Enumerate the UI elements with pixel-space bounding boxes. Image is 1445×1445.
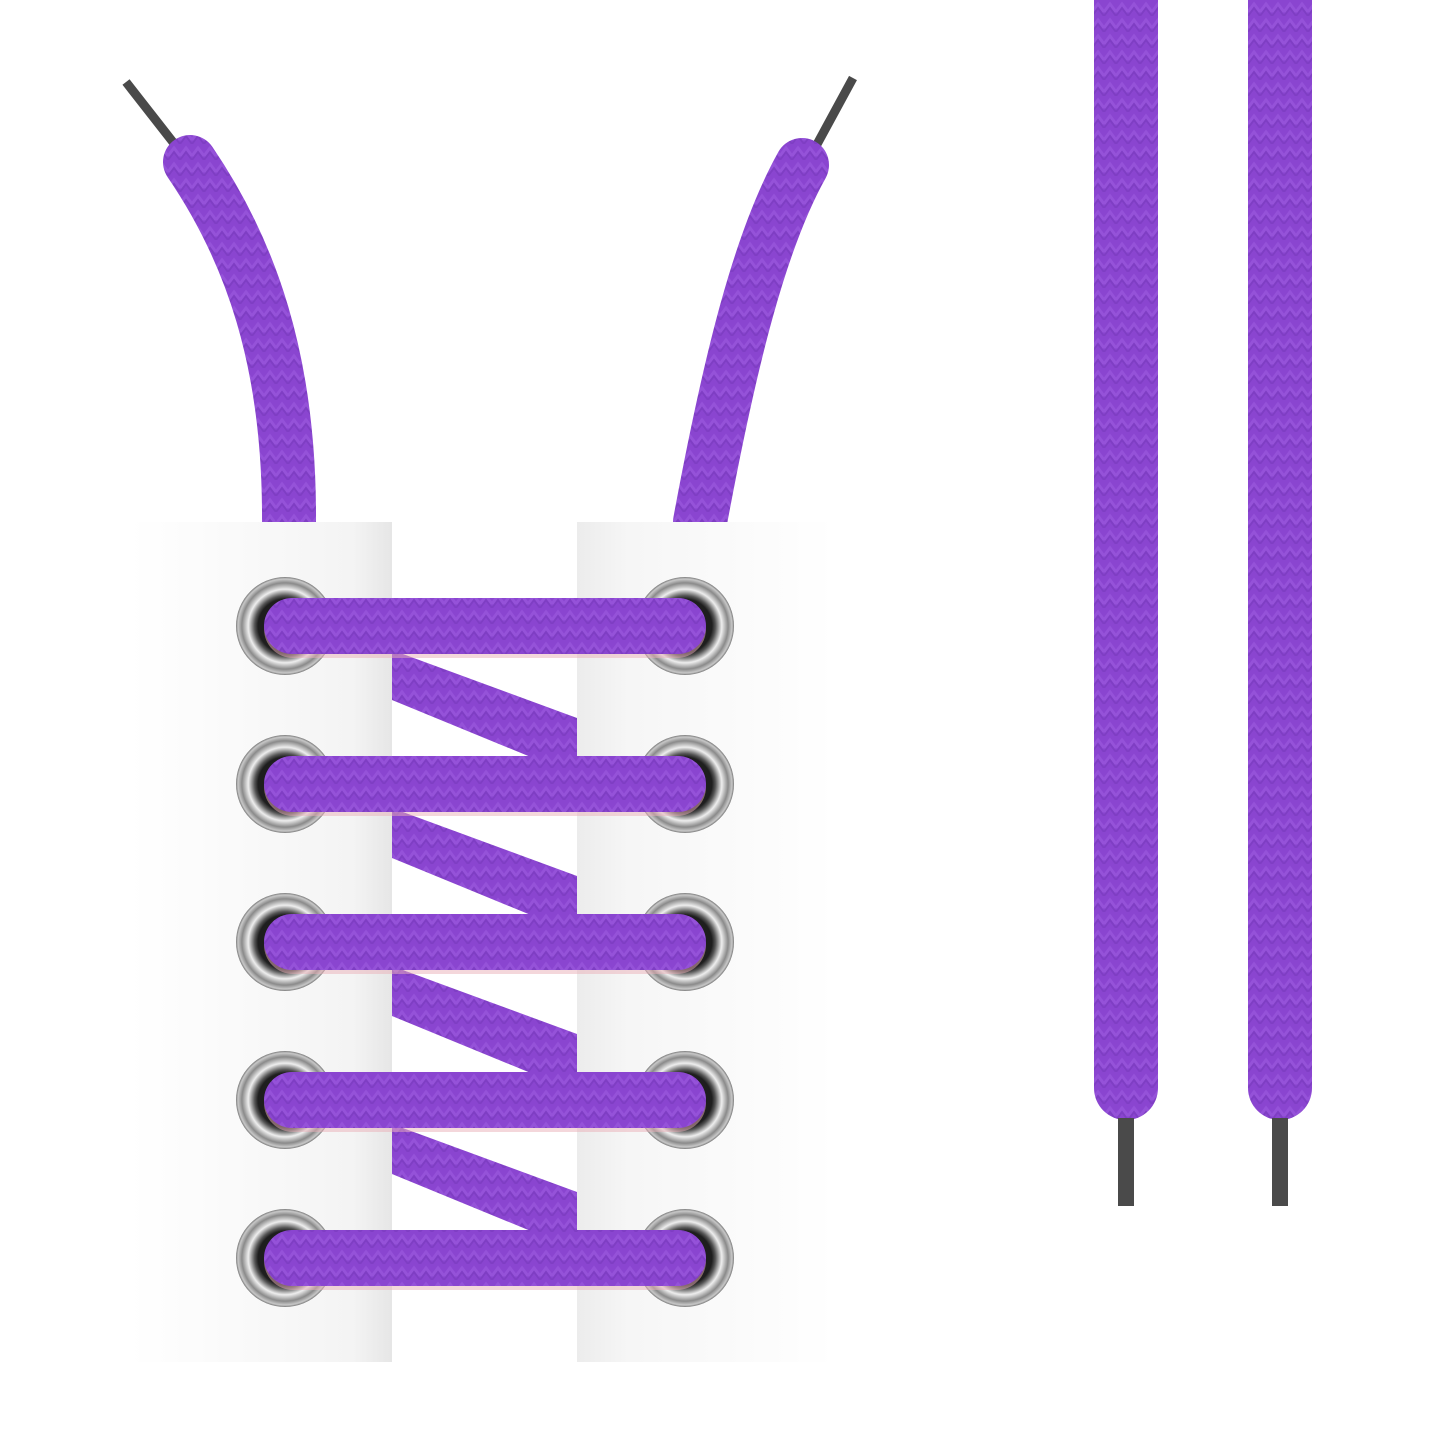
- aglet-icon: [1118, 1118, 1134, 1206]
- lace-diagonal: [392, 1124, 577, 1250]
- lace-horizontal: [264, 914, 706, 970]
- aglet-icon: [1272, 1118, 1288, 1206]
- lace-end-left: [122, 79, 317, 549]
- loose-lace: [1248, 0, 1312, 1120]
- lace-end-right: [673, 75, 857, 549]
- lacing: [236, 577, 734, 1307]
- lace-horizontal: [264, 1072, 706, 1128]
- loose-laces: [1094, 0, 1312, 1206]
- lace-diagonal: [392, 650, 577, 776]
- lace-diagonal: [392, 808, 577, 934]
- loose-lace: [1094, 0, 1158, 1120]
- aglet-icon: [811, 75, 857, 151]
- lace-diagonal: [392, 966, 577, 1092]
- lace-horizontal: [264, 756, 706, 812]
- aglet-icon: [122, 79, 180, 149]
- lace-horizontal: [264, 1230, 706, 1286]
- lace-horizontal: [264, 598, 706, 654]
